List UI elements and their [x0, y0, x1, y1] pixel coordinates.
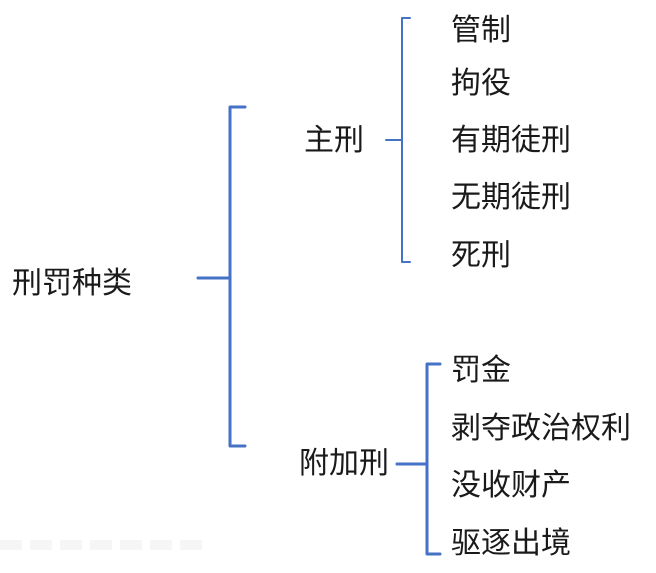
main-punishment-label: 主刑 — [304, 123, 364, 158]
supplementary-item: 没收财产 — [451, 468, 571, 503]
main-item: 有期徒刑 — [451, 123, 571, 158]
main-item: 死刑 — [451, 238, 511, 273]
main-bracket — [385, 17, 411, 263]
supplementary-item: 剥夺政治权利 — [451, 411, 631, 446]
root-bracket — [196, 105, 247, 448]
faint-watermark — [0, 540, 205, 550]
main-item: 拘役 — [451, 66, 511, 101]
supplementary-item: 罚金 — [451, 353, 511, 388]
main-item: 管制 — [451, 13, 511, 48]
supplementary-punishment-label: 附加刑 — [299, 446, 389, 481]
supplementary-item: 驱逐出境 — [451, 526, 571, 561]
main-item: 无期徒刑 — [451, 180, 571, 215]
root-label: 刑罚种类 — [12, 266, 132, 301]
supplementary-bracket — [395, 362, 442, 556]
